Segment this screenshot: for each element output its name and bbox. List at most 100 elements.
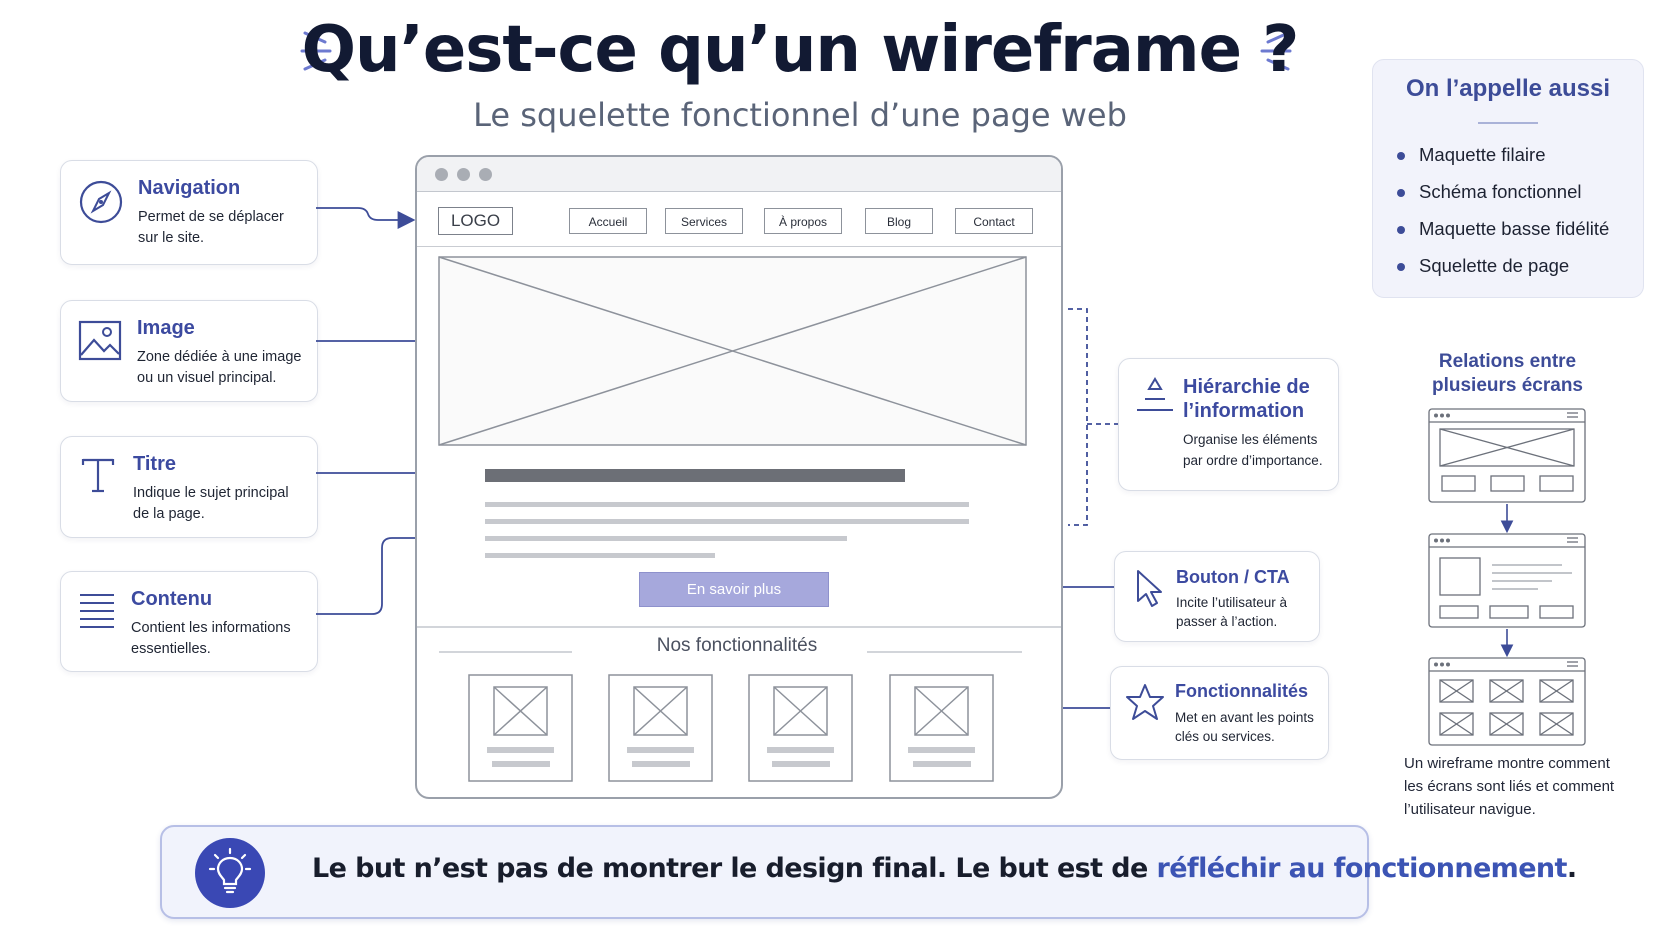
bracket-hierarchy [1068,308,1118,526]
lightbulb-badge [195,838,265,908]
mini-screen-3 [1428,657,1586,746]
relations-title-line: Relations entre [1438,351,1577,372]
aka-item: Squelette de page [1419,255,1570,276]
card-title-line: Hiérarchie de [1183,376,1310,398]
relations-description: Un wireframe montre comment les écrans s… [1404,752,1644,821]
card-desc-line: Indique le sujet principal [133,485,289,501]
nav-services[interactable]: Services [665,208,743,234]
aka-item: Maquette filaire [1419,144,1546,165]
text-t-icon [81,458,115,493]
card-features: Fonctionnalités Met en avant les points … [1110,666,1329,760]
takeaway-text: Le but n’est pas de montrer le design fi… [312,853,1577,884]
features-heading: Nos fonctionnalités [656,635,818,656]
wireframe-navbar: LOGO Accueil Services À propos Blog Cont… [417,192,1061,247]
card-title: Contenu [131,588,213,610]
aka-title: On l’appelle aussi [1405,75,1611,102]
aka-panel: On l’appelle aussi Maquette filaire Sché… [1372,59,1644,298]
aka-item: Maquette basse fidélité [1419,218,1610,239]
feature-card [608,674,713,782]
takeaway-text-main: Le but n’est pas de montrer le design fi… [312,853,1157,884]
nav-accueil[interactable]: Accueil [569,208,647,234]
sparkle-right-icon [1260,31,1292,71]
hero-image-placeholder [438,256,1027,446]
window-dot [479,168,492,181]
card-titre: Titre Indique le sujet principal de la p… [60,436,318,538]
wireframe-body-shapes [417,256,1061,782]
nav-blog[interactable]: Blog [865,208,933,234]
content-placeholder [485,502,969,558]
sparkle-left-icon [300,31,332,71]
card-title-line: l’information [1183,400,1305,422]
wireframe-browser: LOGO Accueil Services À propos Blog Cont… [415,155,1063,799]
feature-cards [468,674,994,782]
arrow-contenu [316,529,462,615]
card-hierarchy: Hiérarchie de l’information Organise les… [1118,358,1339,491]
page-title: Qu’est-ce qu’un wireframe ? [301,13,1300,87]
wireframe-logo: LOGO [438,207,513,235]
card-title: Titre [133,453,176,475]
card-desc-line: par ordre d’importance. [1183,453,1323,468]
relations-title: Relations entre plusieurs écrans [1400,350,1615,398]
card-desc: Zone dédiée à une image ou un visuel pri… [137,347,301,389]
title-placeholder [485,469,905,482]
card-title: Fonctionnalités [1175,681,1309,701]
aka-item: Schéma fonctionnel [1419,181,1582,202]
card-desc: Indique le sujet principal de la page. [133,483,289,525]
card-title: Image [137,317,195,339]
feature-card [889,674,994,782]
card-desc: Permet de se déplacer sur le site. [138,207,284,249]
card-desc: Organise les éléments par ordre d’import… [1183,429,1323,471]
takeaway-highlight: réfléchir au fonctionnement [1156,853,1568,884]
card-desc: Contient les informations essentielles. [131,618,291,660]
lines-icon [80,594,114,628]
feature-card [748,674,853,782]
bullet [1397,152,1405,160]
card-desc-line: essentielles. [131,641,211,657]
bullet [1397,263,1405,271]
window-dot [457,168,470,181]
card-desc-line: Incite l’utilisateur à [1176,595,1288,610]
card-contenu: Contenu Contient les informations essent… [60,571,318,672]
card-desc-line: Contient les informations [131,620,291,636]
screen-flow-diagram [1428,408,1586,746]
mini-screen-2 [1428,533,1586,628]
mini-screen-1 [1428,408,1586,503]
card-desc-line: Organise les éléments [1183,432,1318,447]
hierarchy-icon [1137,377,1173,411]
relations-desc-line: les écrans sont liés et comment [1404,778,1615,795]
browser-titlebar [417,157,1061,192]
cta-button[interactable]: En savoir plus [639,572,829,607]
card-desc-line: clés ou services. [1175,729,1275,744]
takeaway-text-end: . [1566,853,1577,884]
page-subtitle: Le squelette fonctionnel d’une page web [473,96,1127,134]
feature-card [468,674,573,782]
card-title: Hiérarchie de l’information [1183,375,1310,423]
relations-title-line: plusieurs écrans [1431,375,1584,396]
card-desc: Met en avant les points clés ou services… [1175,708,1314,746]
card-navigation: Navigation Permet de se déplacer sur le … [60,160,318,265]
relations-desc-line: l’utilisateur navigue. [1404,801,1536,818]
cursor-icon [1137,570,1162,607]
image-icon [78,320,122,361]
card-title: Navigation [138,177,241,199]
card-desc-line: Permet de se déplacer [138,209,284,225]
card-cta: Bouton / CTA Incite l’utilisateur à pass… [1114,551,1320,642]
aka-divider [1478,122,1538,124]
bullet [1397,226,1405,234]
card-desc-line: sur le site. [138,230,205,246]
nav-contact[interactable]: Contact [955,208,1033,234]
card-desc-line: ou un visuel principal. [137,370,277,386]
card-desc-line: de la page. [133,506,205,522]
card-desc-line: Met en avant les points [1175,710,1314,725]
card-title: Bouton / CTA [1176,567,1290,587]
lightbulb-icon [208,847,252,894]
window-dot [435,168,448,181]
star-icon [1126,684,1164,720]
arrow-navigation [316,207,416,229]
compass-icon [79,180,123,224]
card-image: Image Zone dédiée à une image ou un visu… [60,300,318,402]
bullet [1397,189,1405,197]
card-desc: Incite l’utilisateur à passer à l’action… [1176,593,1287,631]
nav-a-propos[interactable]: À propos [764,208,842,234]
takeaway-banner: Le but n’est pas de montrer le design fi… [160,825,1577,919]
